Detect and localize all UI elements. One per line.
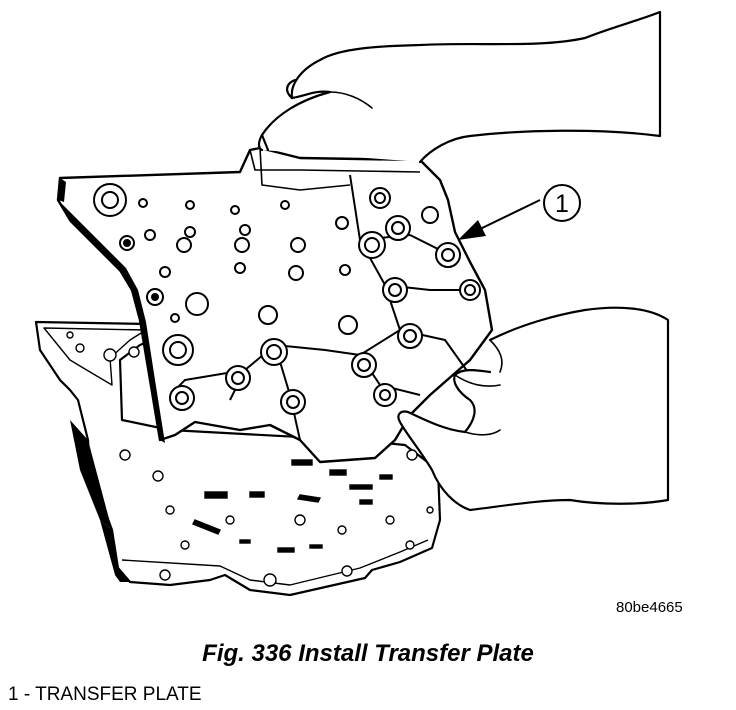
figure-code: 80be4665 — [616, 599, 683, 616]
legend-item-1: 1 - TRANSFER PLATE — [8, 684, 202, 705]
callout-leader-line — [477, 199, 541, 231]
callout-arrowhead — [458, 220, 486, 240]
lower-plate-features — [66, 331, 434, 587]
callout-1: 1 — [458, 184, 581, 240]
callout-circle — [543, 184, 581, 222]
upper-hand — [257, 10, 662, 164]
callout-number: 1 — [555, 190, 569, 218]
lower-hand — [397, 306, 670, 512]
figure-caption: Fig. 336 Install Transfer Plate — [202, 640, 534, 667]
